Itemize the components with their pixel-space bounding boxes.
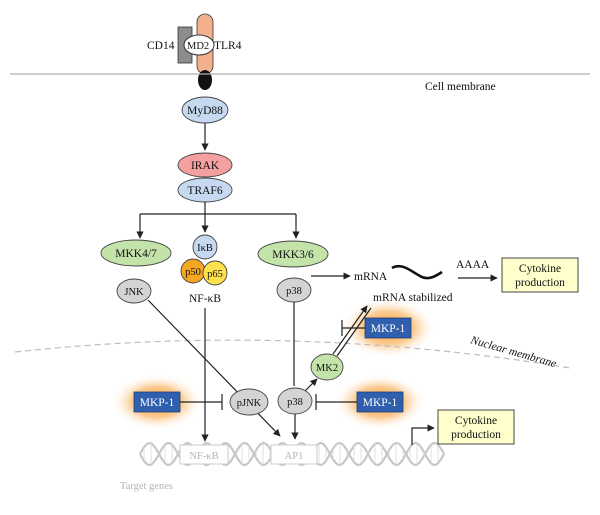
svg-text:IRAK: IRAK (191, 160, 220, 172)
svg-text:MKP-1: MKP-1 (363, 397, 398, 409)
svg-text:JNK: JNK (124, 287, 144, 298)
mrna-strand (391, 264, 443, 280)
svg-text:MK2: MK2 (316, 363, 338, 374)
cell-membrane-label: Cell membrane (425, 81, 496, 93)
transcription-arrow (411, 424, 435, 445)
svg-text:MKK3/6: MKK3/6 (272, 249, 314, 261)
svg-text:MKP-1: MKP-1 (371, 323, 406, 335)
arrow-mk2-to-mrna (332, 305, 368, 355)
svg-text:p65: p65 (207, 269, 223, 280)
p38-nuclear-node: p38 (277, 387, 313, 415)
p65-node (202, 260, 228, 286)
tir-domain (198, 70, 212, 90)
arrow-p38-to-mk2 (303, 378, 318, 393)
irak-node: IRAK (177, 152, 233, 178)
mkk47-node: MKK4/7 (100, 239, 172, 267)
polya-label: AAAA (456, 259, 490, 271)
svg-text:p50: p50 (185, 267, 201, 278)
arrow-mk2-to-mrna-double (336, 307, 372, 357)
svg-text:p38: p38 (287, 397, 303, 408)
md2-label: MD2 (187, 41, 209, 52)
nfkb-gene-box: NF-κB (179, 444, 229, 465)
svg-text:MKK4/7: MKK4/7 (115, 248, 157, 260)
svg-text:Cytokine: Cytokine (455, 415, 497, 427)
cd14-label: CD14 (147, 40, 175, 52)
svg-text:production: production (515, 277, 565, 289)
pjnk-node: pJNK (229, 388, 269, 416)
svg-text:Cytokine: Cytokine (519, 263, 561, 275)
tlr4-label: TLR4 (214, 40, 242, 52)
receptor-complex: CD14 MD2 TLR4 (147, 13, 242, 90)
mkp1-left: MKP-1 (111, 374, 203, 430)
myd88-node: MyD88 (181, 96, 229, 124)
mkp1-right: MKP-1 (334, 374, 426, 430)
ap1-gene-box: AP1 (270, 444, 318, 465)
md2-oval (183, 34, 215, 56)
nfkb-label: NF-κB (189, 293, 221, 305)
mk2-node: MK2 (310, 353, 344, 381)
svg-text:NF-κB: NF-κB (189, 451, 218, 462)
svg-text:pJNK: pJNK (237, 398, 262, 409)
target-genes-label: Target genes (120, 481, 173, 492)
mkk36-node: MKK3/6 (257, 240, 329, 268)
cytokine-production-box-top: Cytokine production (501, 257, 579, 293)
jnk-node: JNK (116, 278, 152, 304)
svg-text:p38: p38 (286, 286, 302, 297)
svg-text:IκB: IκB (197, 243, 213, 254)
svg-text:MKP-1: MKP-1 (140, 397, 175, 409)
traf6-node: TRAF6 (177, 177, 233, 203)
svg-text:AP1: AP1 (285, 451, 304, 462)
cytokine-production-box-bottom: Cytokine production (437, 409, 515, 445)
mrna-label: mRNA (354, 271, 388, 283)
nfkb-complex: IκB p50 p65 NF-κB (180, 234, 228, 305)
svg-text:MyD88: MyD88 (187, 105, 223, 117)
nuclear-membrane-label: Nuclear membrane (468, 334, 557, 370)
svg-text:production: production (451, 429, 501, 441)
svg-text:TRAF6: TRAF6 (187, 185, 222, 197)
ikb-node (192, 234, 218, 260)
p38-cyto-node: p38 (276, 277, 312, 303)
